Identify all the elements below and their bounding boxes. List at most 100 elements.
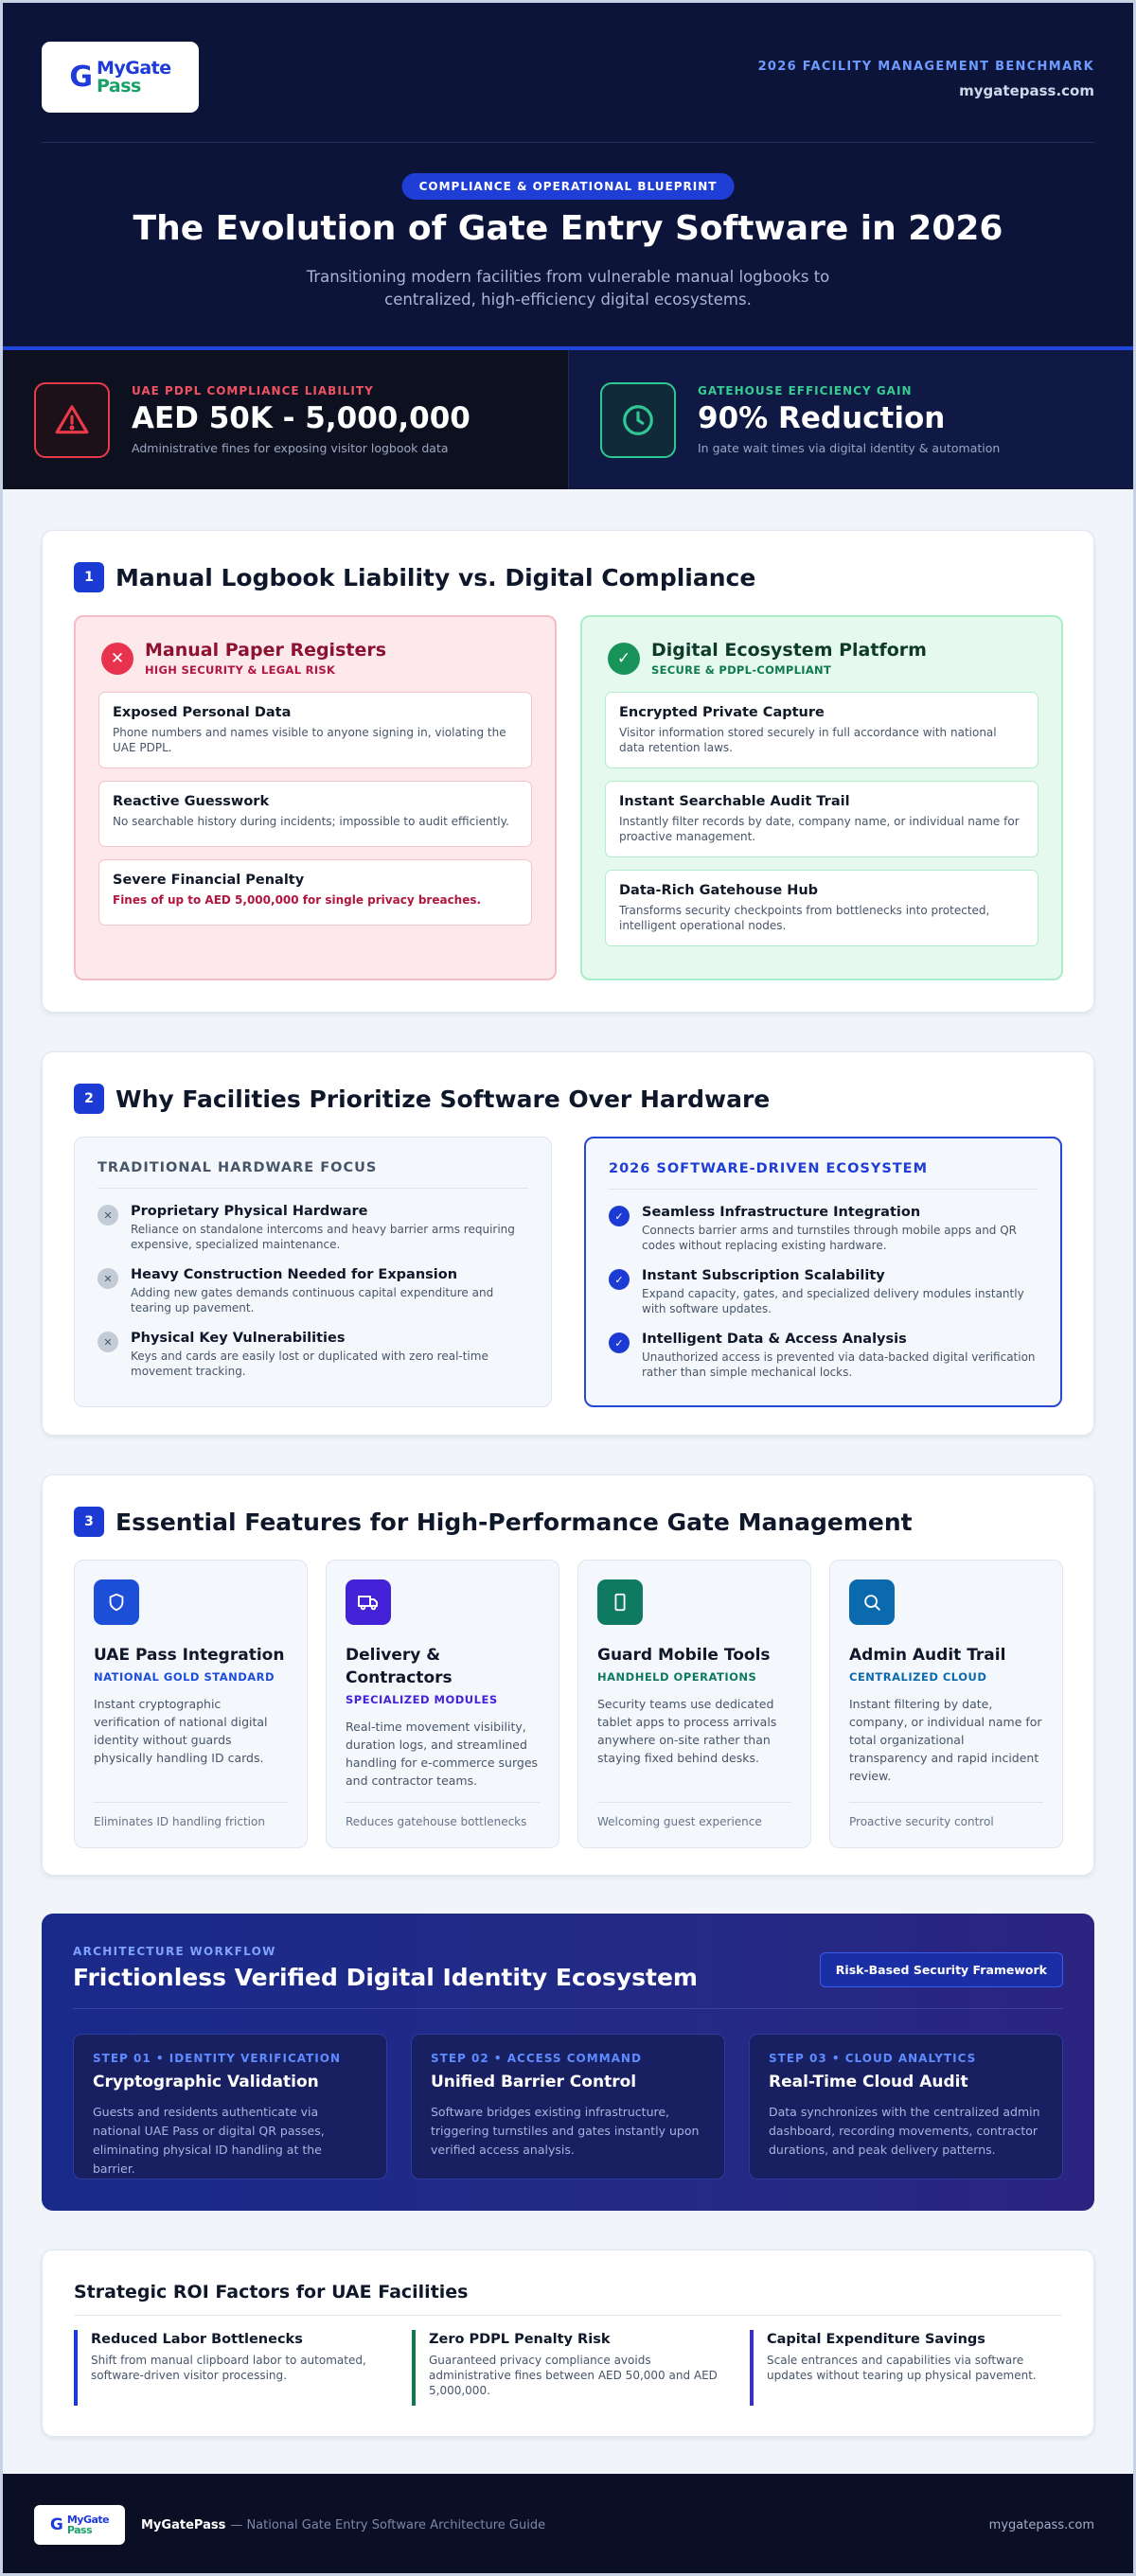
close-icon: ✕: [98, 1205, 118, 1226]
section-title: Manual Logbook Liability vs. Digital Com…: [115, 563, 756, 591]
item-title: Exposed Personal Data: [113, 705, 292, 720]
feature-text: Instant cryptographic verification of na…: [94, 1697, 268, 1765]
check-icon: ✓: [609, 1269, 630, 1290]
step-title: Unified Barrier Control: [431, 2073, 637, 2091]
section-liability: 1 Manual Logbook Liability vs. Digital C…: [42, 530, 1094, 1013]
roi-item: Capital Expenditure Savings Scale entran…: [750, 2330, 1072, 2406]
traditional-hardware-panel: TRADITIONAL HARDWARE FOCUS ✕ Proprietary…: [74, 1137, 552, 1407]
item-text: Connects barrier arms and turnstiles thr…: [642, 1224, 1018, 1252]
list-item: Encrypted Private Capture Visitor inform…: [605, 692, 1038, 768]
close-icon: ✕: [101, 642, 133, 675]
roi-item-text: Shift from manual clipboard labor to aut…: [91, 2354, 366, 2382]
page-subtitle: Transitioning modern facilities from vul…: [306, 268, 830, 309]
roi-item: Zero PDPL Penalty Risk Guaranteed privac…: [412, 2330, 734, 2406]
item-title: Reactive Guesswork: [113, 794, 270, 809]
footer-brand: MyGatePass: [141, 2517, 226, 2532]
feature-footnote: Reduces gatehouse bottlenecks: [346, 1802, 540, 1828]
feature-tag: CENTRALIZED CLOUD: [849, 1670, 987, 1684]
step-text: Guests and residents authenticate via na…: [93, 2105, 325, 2176]
step-text: Software bridges existing infrastructure…: [431, 2105, 700, 2157]
panel-title: Manual Paper Registers: [145, 640, 387, 661]
check-icon: ✓: [609, 1332, 630, 1353]
stat-value: AED 50K - 5,000,000: [132, 401, 470, 435]
feature-text: Security teams use dedicated tablet apps…: [597, 1697, 777, 1765]
feature-title: Delivery & Contractors: [346, 1646, 453, 1687]
close-icon: ✕: [98, 1332, 118, 1352]
stat-kicker: UAE PDPL COMPLIANCE LIABILITY: [132, 384, 374, 397]
workflow-panel: ARCHITECTURE WORKFLOW Frictionless Verif…: [42, 1914, 1094, 2211]
item-text: Visitor information stored securely in f…: [619, 726, 997, 754]
stat-value: 90% Reduction: [698, 401, 946, 435]
digital-ecosystem-panel: ✓ Digital Ecosystem Platform SECURE & PD…: [580, 615, 1063, 980]
section-number: 1: [74, 562, 104, 592]
clock-icon: [600, 381, 676, 458]
workflow-kicker: ARCHITECTURE WORKFLOW: [73, 1945, 276, 1958]
logo-text-1: MyGate: [96, 57, 171, 79]
stat-kicker: GATEHOUSE EFFICIENCY GAIN: [698, 384, 913, 397]
item-title: Physical Key Vulnerabilities: [131, 1331, 346, 1346]
site-link[interactable]: mygatepass.com: [959, 82, 1094, 99]
roi-accent-bar: [750, 2330, 754, 2406]
item-title: Data-Rich Gatehouse Hub: [619, 883, 819, 898]
item-title: Instant Subscription Scalability: [642, 1268, 885, 1283]
section-title: Why Facilities Prioritize Software Over …: [115, 1085, 771, 1113]
feature-card: Guard Mobile Tools HANDHELD OPERATIONS S…: [577, 1560, 811, 1848]
stats-band: UAE PDPL COMPLIANCE LIABILITY AED 50K - …: [3, 350, 1133, 489]
item-title: Severe Financial Penalty: [113, 873, 305, 888]
item-title: Instant Searchable Audit Trail: [619, 794, 850, 809]
close-icon: ✕: [98, 1268, 118, 1289]
item-text: Fines of up to AED 5,000,000 for single …: [113, 893, 482, 907]
roi-accent-bar: [412, 2330, 416, 2406]
roi-accent-bar: [74, 2330, 78, 2406]
step-title: Cryptographic Validation: [93, 2073, 319, 2091]
item-text: Keys and cards are easily lost or duplic…: [131, 1350, 488, 1378]
step-title: Real-Time Cloud Audit: [769, 2073, 968, 2091]
feature-tag: HANDHELD OPERATIONS: [597, 1670, 757, 1684]
footer-description: — National Gate Entry Software Architect…: [230, 2517, 546, 2532]
roi-item-text: Guaranteed privacy compliance avoids adm…: [429, 2354, 718, 2397]
list-item: Instant Searchable Audit Trail Instantly…: [605, 781, 1038, 857]
search-icon: [849, 1579, 895, 1625]
item-text: No searchable history during incidents; …: [113, 815, 509, 828]
panel-title: 2026 SOFTWARE-DRIVEN ECOSYSTEM: [609, 1161, 1038, 1190]
feature-tag: NATIONAL GOLD STANDARD: [94, 1670, 275, 1684]
feature-text: Instant filtering by date, company, or i…: [849, 1697, 1042, 1783]
footer-logo[interactable]: G MyGate Pass: [34, 2505, 125, 2545]
framework-badge[interactable]: Risk-Based Security Framework: [819, 1952, 1063, 1987]
item-title: Seamless Infrastructure Integration: [642, 1205, 921, 1220]
roi-title: Strategic ROI Factors for UAE Facilities: [74, 2282, 469, 2303]
workflow-step: STEP 01 • IDENTITY VERIFICATION Cryptogr…: [73, 2034, 387, 2179]
hero-meta: 2026 FACILITY MANAGEMENT BENCHMARK mygat…: [758, 60, 1094, 99]
logo[interactable]: G MyGate Pass: [42, 42, 199, 113]
roi-item-title: Reduced Labor Bottlenecks: [91, 2332, 303, 2347]
step-kicker: STEP 01 • IDENTITY VERIFICATION: [93, 2052, 341, 2065]
item-text: Unauthorized access is prevented via dat…: [642, 1350, 1036, 1379]
stat-efficiency: GATEHOUSE EFFICIENCY GAIN 90% Reduction …: [568, 350, 1133, 489]
list-item: ✕ Heavy Construction Needed for Expansio…: [98, 1267, 528, 1315]
item-text: Expand capacity, gates, and specialized …: [642, 1287, 1024, 1315]
step-kicker: STEP 03 • CLOUD ANALYTICS: [769, 2052, 977, 2065]
footer-site-link[interactable]: mygatepass.com: [988, 2517, 1094, 2532]
truck-icon: [346, 1579, 391, 1625]
feature-tag: SPECIALIZED MODULES: [346, 1693, 498, 1706]
section-software-priority: 2 Why Facilities Prioritize Software Ove…: [42, 1051, 1094, 1436]
footer: G MyGate Pass MyGatePass — National Gate…: [3, 2474, 1133, 2573]
item-title: Proprietary Physical Hardware: [131, 1204, 368, 1219]
list-item: Severe Financial Penalty Fines of up to …: [98, 859, 532, 926]
item-text: Instantly filter records by date, compan…: [619, 815, 1020, 843]
list-item: Data-Rich Gatehouse Hub Transforms secur…: [605, 870, 1038, 946]
logo-g-icon: G: [49, 2515, 63, 2534]
stat-compliance: UAE PDPL COMPLIANCE LIABILITY AED 50K - …: [3, 350, 568, 489]
list-item: Exposed Personal Data Phone numbers and …: [98, 692, 532, 768]
item-title: Heavy Construction Needed for Expansion: [131, 1267, 458, 1282]
workflow-title: Frictionless Verified Digital Identity E…: [73, 1964, 698, 1991]
section-features: 3 Essential Features for High-Performanc…: [42, 1474, 1094, 1876]
feature-title: Admin Audit Trail: [849, 1646, 1006, 1665]
item-text: Phone numbers and names visible to anyon…: [113, 726, 506, 754]
